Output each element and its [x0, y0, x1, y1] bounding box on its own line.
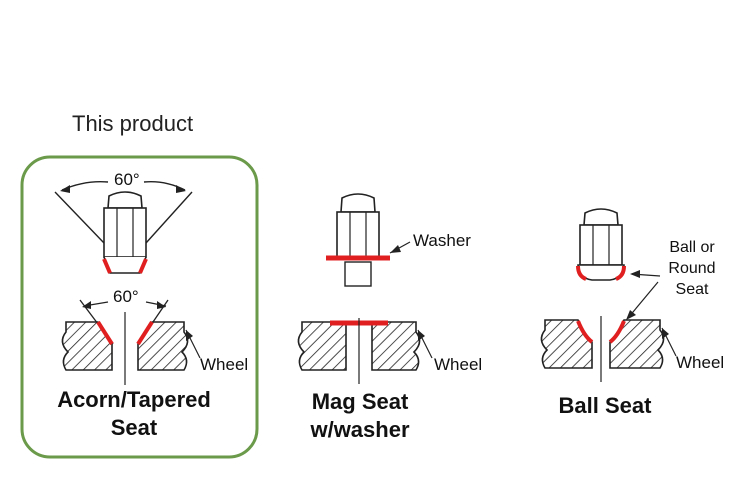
this-product-highlight-box	[20, 155, 259, 459]
this-product-label: This product	[72, 111, 194, 136]
mag-lug-nut	[326, 193, 390, 287]
mag-wheel-section	[297, 318, 433, 384]
ball-lug-nut	[576, 208, 626, 281]
acorn-title-line1: Acorn/Tapered	[57, 387, 211, 412]
mag-wheel-label: Wheel	[434, 355, 483, 374]
acorn-lug-nut	[102, 191, 148, 274]
ball-label-line3: Seat	[675, 281, 709, 298]
acorn-wheel-label: Wheel	[200, 355, 249, 374]
acorn-bottom-angle-label: 60°	[113, 287, 139, 306]
mag-seat-diagram	[297, 193, 433, 384]
ball-seat-diagram	[540, 208, 677, 382]
ball-wheel-section	[540, 316, 677, 382]
washer-label: Washer	[413, 231, 471, 250]
ball-wheel-label: Wheel	[676, 353, 725, 372]
ball-label-line2: Round	[668, 260, 716, 277]
acorn-wheel-section	[61, 312, 201, 385]
mag-title-line1: Mag Seat	[311, 389, 409, 414]
ball-title-line1: Ball Seat	[558, 393, 652, 418]
acorn-top-angle-label: 60°	[114, 170, 140, 189]
mag-title-line2: w/washer	[310, 417, 410, 442]
acorn-seat-diagram	[54, 180, 201, 385]
ball-label-line1: Ball or	[669, 239, 715, 256]
acorn-title-line2: Seat	[110, 415, 158, 440]
